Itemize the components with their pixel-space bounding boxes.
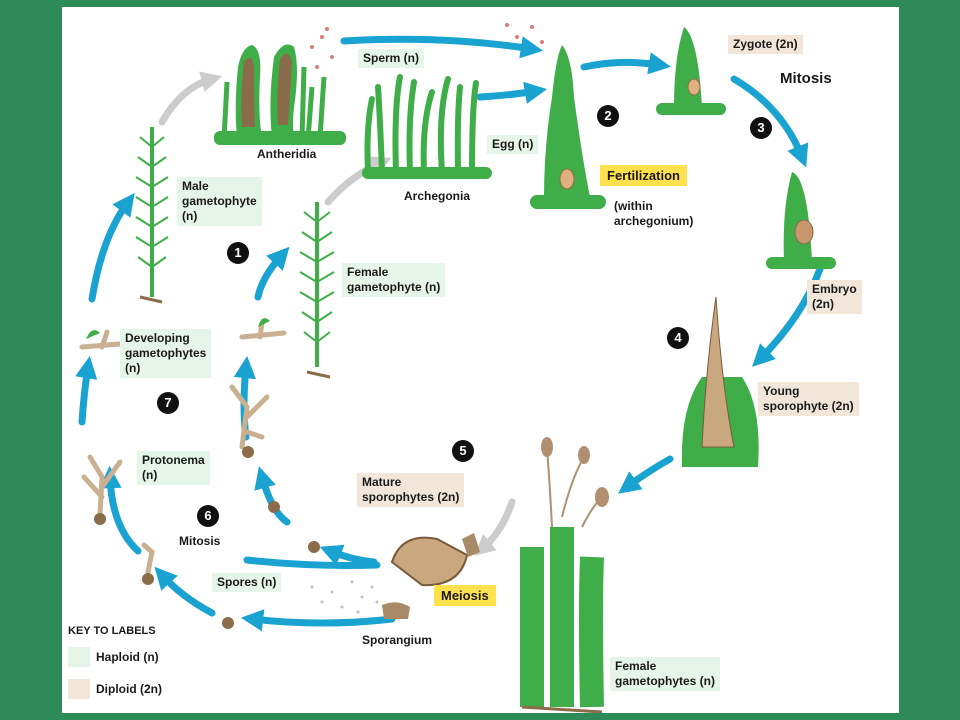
sporangium-illustration [310,533,480,619]
zygote-label: Zygote (2n) [728,35,803,54]
male-gametophyte-illustration [135,127,169,304]
developing-gametophytes-label: Developing gametophytes (n) [120,329,212,378]
key-title: Key to labels [68,625,156,637]
haploid-key-label: Haploid (n) [96,650,159,664]
archegonia-illustration [362,74,492,179]
haploid-swatch [68,647,90,667]
step-3-badge: 3 [750,117,772,139]
female-gametophytes-label: Female gametophytes (n) [610,657,721,691]
fertilization-label: Fertilization [600,165,687,186]
embryo-label: Embryo (2n) [807,280,862,314]
diploid-swatch [68,679,90,699]
spores-label: Spores (n) [212,573,282,592]
meiosis-label: Meiosis [434,585,496,606]
antheridia-label: Antheridia [257,147,317,161]
step-1-badge: 1 [227,242,249,264]
moss-life-cycle-illustration [75,23,836,713]
mature-sporophytes-illustration [519,437,609,713]
young-sporophyte-label: Young sporophyte (2n) [758,382,859,416]
female-gametophyte-illustration [299,202,335,379]
fertilization-illustration [530,45,606,209]
within-archegonium-label: (within archegonium) [614,199,694,228]
archegonia-label: Archegonia [404,189,471,203]
mature-sporophytes-label: Mature sporophytes (2n) [357,473,465,507]
step-5-badge: 5 [452,440,474,462]
mitosis-bottom-label: Mitosis [179,534,221,548]
step-4-badge: 4 [667,327,689,349]
young-sporophyte-illustration [681,296,759,467]
zygote-illustration [656,27,726,115]
mitosis-top-label: Mitosis [780,70,832,87]
step-6-badge: 6 [197,505,219,527]
male-gametophyte-label: Male gametophyte (n) [177,177,262,226]
sporangium-label: Sporangium [362,633,433,647]
female-gametophyte-label: Female gametophyte (n) [342,263,446,297]
diploid-key-label: Diploid (2n) [96,682,162,696]
embryo-illustration [766,172,836,269]
antheridia-illustration [214,23,544,145]
diagram-panel: 1 2 3 4 5 6 7 Sperm (n) Zygote (2n) Mito… [62,7,899,713]
step-2-badge: 2 [597,105,619,127]
step-7-badge: 7 [157,392,179,414]
sperm-label: Sperm (n) [358,49,425,68]
egg-label: Egg (n) [487,135,539,154]
protonema-label: Protonema (n) [137,451,210,485]
